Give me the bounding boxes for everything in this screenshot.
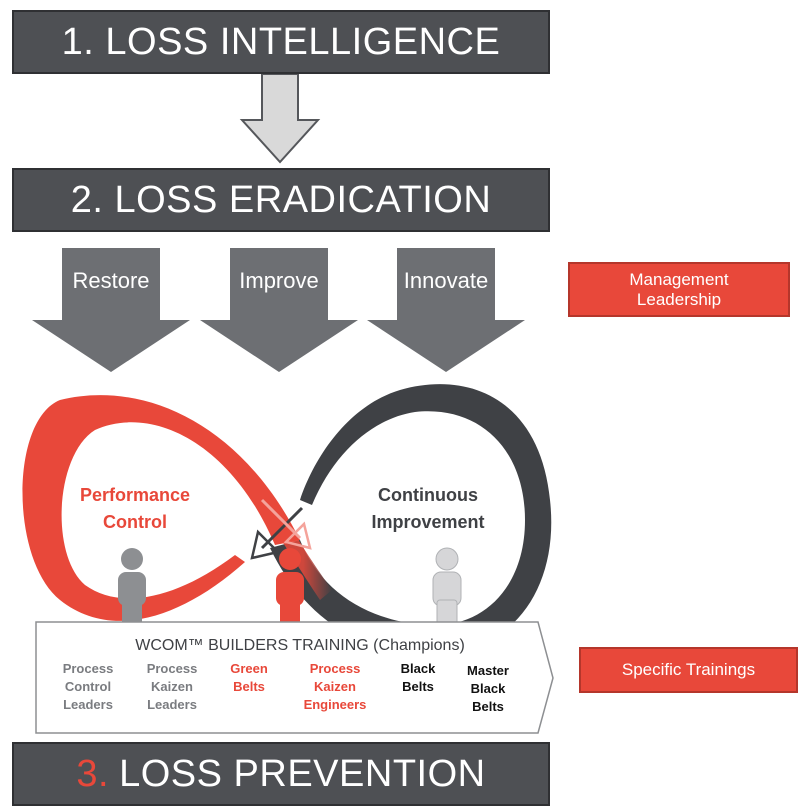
- training-item-black-belts: Black Belts: [400, 661, 436, 694]
- loop-right-dark: [270, 384, 552, 656]
- innovate-arrow-shape: [367, 248, 525, 372]
- restore-label: Restore: [72, 268, 150, 293]
- management-leadership-box: Management Leadership: [568, 262, 790, 317]
- down-arrow-1: [239, 73, 321, 164]
- restore-arrow-shape: [32, 248, 190, 372]
- training-item-green-belts: Green Belts: [230, 661, 268, 694]
- improve-label: Improve: [239, 268, 319, 293]
- training-banner: [35, 621, 554, 734]
- step-3-bar: 3. LOSS PREVENTION: [12, 742, 550, 806]
- training-item-process-kaizen-engineers: Process Kaizen Engineers: [303, 661, 367, 712]
- training-heading: WCOM™ BUILDERS TRAINING (Champions): [135, 637, 465, 654]
- step-3-number: 3.: [76, 752, 110, 795]
- innovate-label: Innovate: [403, 268, 489, 293]
- person-gray-figure: [118, 548, 146, 630]
- specific-trainings-box: Specific Trainings: [579, 647, 798, 693]
- improve-arrow-shape: [200, 248, 358, 372]
- loop-left-red: [22, 395, 300, 621]
- training-item-process-kaizen-leaders: Process Kaizen Leaders: [146, 661, 198, 712]
- person-light-figure: [432, 547, 462, 631]
- step-2-title: 2. LOSS ERADICATION: [70, 178, 492, 221]
- step-1-title: 1. LOSS INTELLIGENCE: [61, 20, 501, 63]
- performance-control-label: Performance Control: [79, 485, 191, 532]
- step-1-bar: 1. LOSS INTELLIGENCE: [12, 10, 550, 74]
- step-3-title: LOSS PREVENTION: [119, 752, 486, 795]
- continuous-improvement-label: Continuous Improvement: [371, 485, 485, 532]
- training-item-master-black-belts: Master Black Belts: [467, 663, 509, 714]
- crossing-arrows: [250, 498, 312, 560]
- step-2-bar: 2. LOSS ERADICATION: [12, 168, 550, 232]
- person-red-figure: [276, 548, 304, 630]
- training-item-process-control-leaders: Process Control Leaders: [62, 661, 114, 712]
